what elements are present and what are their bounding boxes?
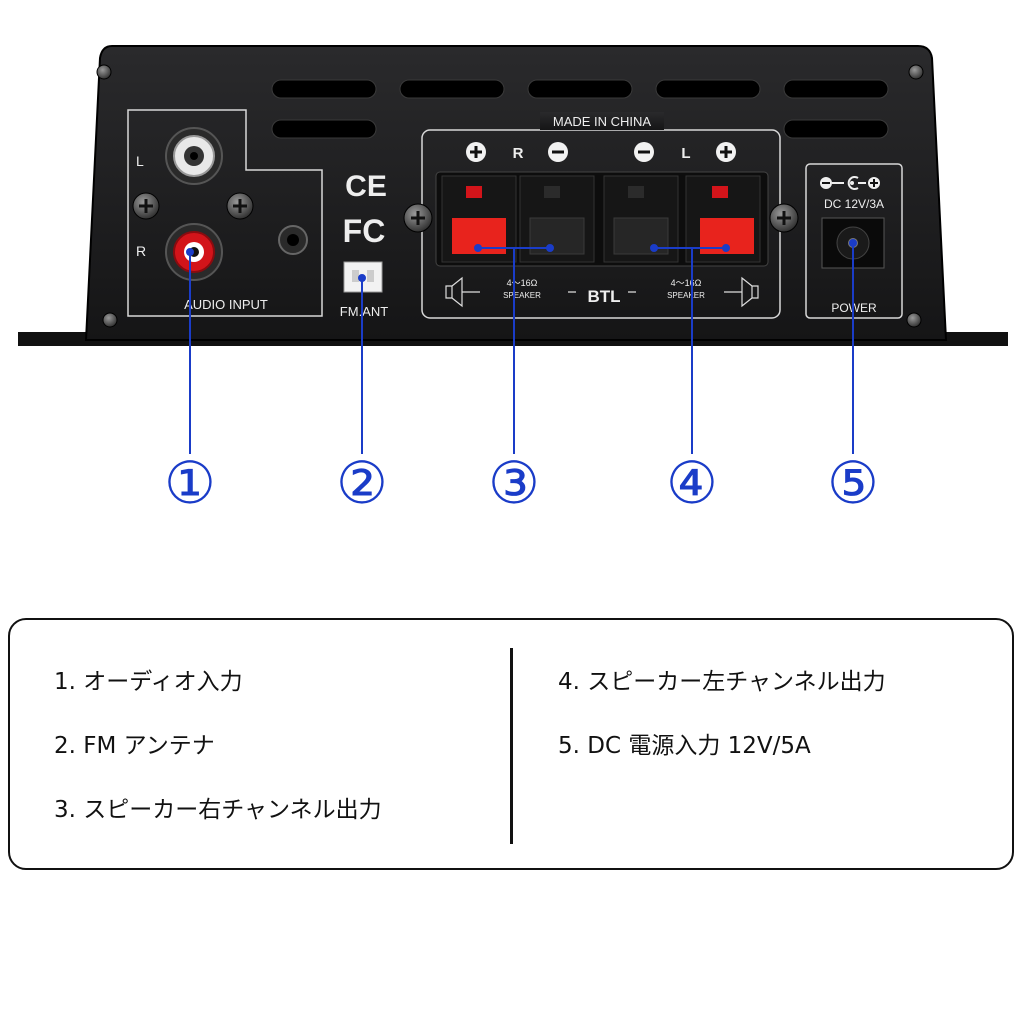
vent-slot: [271, 119, 377, 139]
right-channel-letter: R: [136, 243, 146, 259]
vent-slot: [655, 79, 761, 99]
terminal-right-minus[interactable]: [519, 175, 595, 263]
dc-rating-label: DC 12V/3A: [824, 197, 884, 211]
power-label: POWER: [831, 301, 877, 315]
screw-icon: [908, 64, 924, 80]
callout-number-1: ①: [164, 449, 216, 517]
polarity-markers: [466, 142, 736, 162]
legend-item-dc-power: 5. DC 電源入力 12V/5A: [558, 733, 811, 759]
input-screws: [132, 192, 254, 220]
corner-screws: [96, 64, 924, 328]
speaker-icon: [628, 276, 759, 308]
fc-mark: FC: [343, 213, 386, 249]
callout-numbers: ① ② ③ ④ ⑤: [164, 449, 879, 517]
amplifier-rear-panel-diagram: L R AUDIO INPUT CE FC FM.ANT MADE IN CHI…: [18, 45, 1008, 517]
screw-icon: [96, 64, 112, 80]
speaker-terminal-block: [435, 171, 769, 267]
screw-icon: [906, 312, 922, 328]
screw-icon: [102, 312, 118, 328]
legend-item-speaker-right: 3. スピーカー右チャンネル出力: [54, 797, 382, 823]
terminal-screws: [403, 203, 799, 233]
headphone-jack-icon[interactable]: [278, 225, 308, 255]
vent-slot: [783, 79, 889, 99]
speaker-icon: [445, 276, 576, 308]
audio-input-outline: [127, 109, 323, 317]
terminal-left-minus[interactable]: [603, 175, 679, 263]
right-polarity-letter: R: [513, 145, 524, 162]
speaker-label-right: SPEAKER: [503, 291, 541, 300]
rca-jack-left[interactable]: [165, 127, 223, 185]
audio-input-label: AUDIO INPUT: [184, 297, 268, 312]
vent-slots: [271, 79, 889, 139]
left-polarity-letter: L: [681, 145, 690, 162]
impedance-label-right: 4～16Ω: [507, 278, 538, 288]
callout-lines: [186, 239, 857, 454]
callout-number-3: ③: [488, 449, 540, 517]
legend-item-speaker-left: 4. スピーカー左チャンネル出力: [558, 669, 886, 695]
speaker-label-left: SPEAKER: [667, 291, 705, 300]
legend-divider: [510, 648, 513, 844]
vent-slot: [527, 79, 633, 99]
fm-ant-label: FM.ANT: [340, 304, 388, 319]
dc-polarity-icon: [820, 176, 880, 190]
vent-slot: [783, 119, 889, 139]
btl-label: BTL: [587, 287, 620, 306]
legend-box: 1. オーディオ入力 2. FM アンテナ 3. スピーカー右チャンネル出力 4…: [8, 618, 1014, 870]
callout-number-2: ②: [336, 449, 388, 517]
vent-slot: [399, 79, 505, 99]
callout-number-4: ④: [666, 449, 718, 517]
made-in-label: MADE IN CHINA: [553, 114, 652, 129]
callout-number-5: ⑤: [827, 449, 879, 517]
vent-slot: [271, 79, 377, 99]
impedance-label-left: 4～16Ω: [671, 278, 702, 288]
left-channel-letter: L: [136, 153, 144, 169]
ce-mark: CE: [345, 170, 387, 203]
legend-item-fm-antenna: 2. FM アンテナ: [54, 733, 215, 759]
legend-item-audio-input: 1. オーディオ入力: [54, 669, 243, 695]
